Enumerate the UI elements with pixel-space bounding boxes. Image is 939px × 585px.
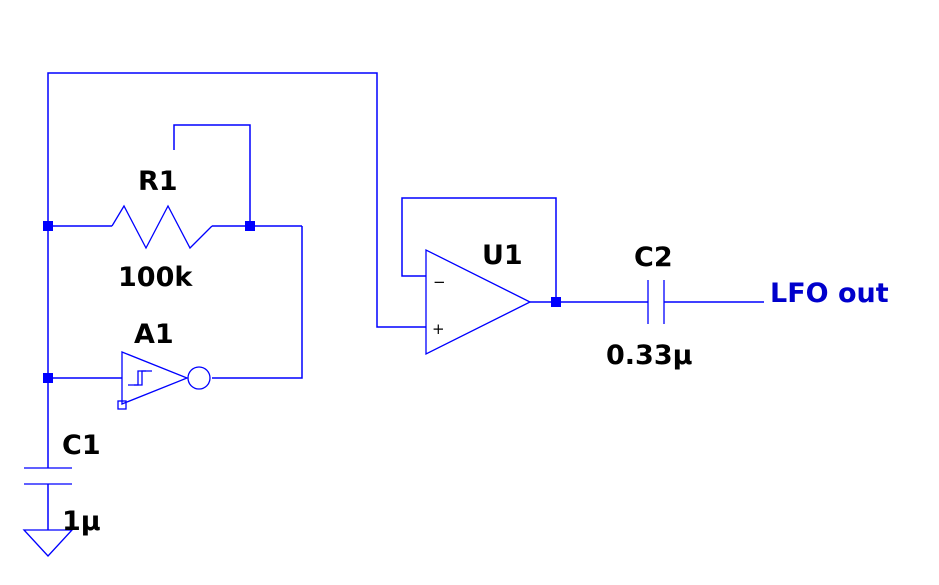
wire-top-loop xyxy=(47,72,426,328)
junction-u1-output xyxy=(551,297,561,307)
wires xyxy=(47,72,764,530)
a1-pin-box xyxy=(117,400,127,410)
ground-icon xyxy=(22,529,74,557)
wire-u1-feedback xyxy=(401,197,557,302)
junctions xyxy=(43,221,561,383)
a1-ref-label: A1 xyxy=(134,319,174,350)
hysteresis-icon xyxy=(128,370,146,386)
r1-ref-label: R1 xyxy=(138,166,178,197)
a1-inverter-symbol[interactable] xyxy=(117,351,211,410)
u1-plus-pin-mark: + xyxy=(432,320,445,338)
u1-minus-pin-mark: − xyxy=(433,273,446,291)
junction-a1-input xyxy=(43,373,53,383)
r1-value-label: 100k xyxy=(118,262,193,293)
u1-ref-label: U1 xyxy=(482,240,523,271)
wire-r1-top-loop xyxy=(173,124,251,226)
r1-resistor-symbol[interactable] xyxy=(111,204,213,250)
c1-value-label: 1µ xyxy=(62,506,101,537)
c1-ref-label: C1 xyxy=(62,430,101,461)
c2-value-label: 0.33µ xyxy=(606,340,693,371)
c2-ref-label: C2 xyxy=(634,242,673,273)
c1-capacitor-symbol[interactable] xyxy=(24,467,72,485)
c2-capacitor-symbol[interactable] xyxy=(647,280,665,324)
wire-a1-output xyxy=(212,226,303,379)
junction-r1-left xyxy=(43,221,53,231)
u1-opamp-symbol[interactable]: − + xyxy=(425,248,532,356)
junction-r1-right xyxy=(245,221,255,231)
lfo-out-net-label[interactable]: LFO out xyxy=(770,278,889,309)
